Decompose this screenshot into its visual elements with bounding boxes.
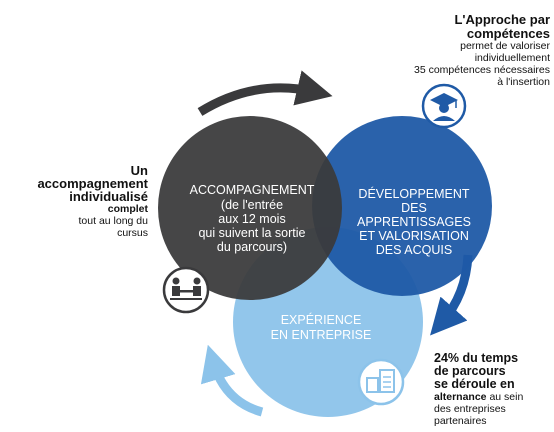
note-left-title-3: individualisé	[69, 189, 148, 204]
note-rt-line-3: 35 compétences nécessaires	[414, 64, 550, 76]
experience-text: EXPÉRIENCE EN ENTREPRISE	[271, 312, 372, 342]
note-rt-title-1: L'Approche par	[454, 12, 550, 27]
note-bottom-title-2: de parcours	[434, 364, 506, 378]
note-rt-line-4: à l'insertion	[497, 76, 550, 88]
note-bottom-line-1: des entreprises	[434, 403, 506, 415]
note-approche-competences: L'Approche par compétences permet de val…	[380, 12, 550, 89]
circle-accompagnement	[158, 116, 342, 300]
note-bottom-line-2: partenaires	[434, 415, 487, 427]
note-bottom-line-alternance: alternance au sein	[434, 391, 554, 403]
note-rt-line-2: individuellement	[474, 52, 550, 64]
acc-line-3: aux 12 mois	[218, 212, 285, 226]
note-left-strong: complet	[107, 203, 148, 215]
dev-line-3: APPRENTISSAGES	[357, 215, 471, 229]
dev-line-1: DÉVELOPPEMENT	[358, 186, 470, 201]
arrow-dark	[197, 70, 333, 116]
note-bottom-title-3: se déroule en	[434, 377, 515, 391]
dev-line-5: DES ACQUIS	[376, 243, 452, 257]
note-accompagnement-individualise: Un accompagnement individualisé complet …	[0, 164, 148, 239]
note-bottom-rest: au sein	[486, 391, 524, 403]
developpement-text: DÉVELOPPEMENT DES APPRENTISSAGES ET VALO…	[357, 186, 471, 257]
acc-line-4: qui suivent la sortie	[198, 226, 305, 240]
note-rt-line-1: permet de valoriser	[460, 40, 550, 52]
note-alternance: 24% du temps de parcours se déroule en a…	[434, 351, 554, 428]
dev-line-2: DES	[401, 201, 427, 215]
accompagnement-text: ACCOMPAGNEMENT (de l'entrée aux 12 mois …	[190, 183, 315, 254]
note-left-title-2: accompagnement	[37, 176, 148, 191]
building-icon	[357, 358, 405, 406]
circle-developpement	[312, 116, 492, 296]
graduate-icon	[421, 83, 467, 129]
meeting-icon	[162, 266, 210, 314]
arrow-light	[200, 344, 264, 417]
note-bottom-strong: alternance	[434, 391, 487, 403]
exp-line-1: EXPÉRIENCE	[281, 312, 362, 327]
note-left-title-1: Un	[130, 163, 148, 178]
note-rt-title-2: compétences	[466, 26, 550, 41]
acc-line-1: ACCOMPAGNEMENT	[190, 183, 315, 197]
dev-line-4: ET VALORISATION	[359, 229, 469, 243]
acc-line-2: (de l'entrée	[221, 198, 283, 212]
acc-line-5: du parcours)	[217, 240, 287, 254]
exp-line-2: EN ENTREPRISE	[271, 328, 372, 342]
note-left-line-1: tout au long du	[78, 215, 148, 227]
note-left-line-2: cursus	[117, 227, 148, 239]
note-bottom-title-1: 24% du temps	[434, 351, 519, 365]
